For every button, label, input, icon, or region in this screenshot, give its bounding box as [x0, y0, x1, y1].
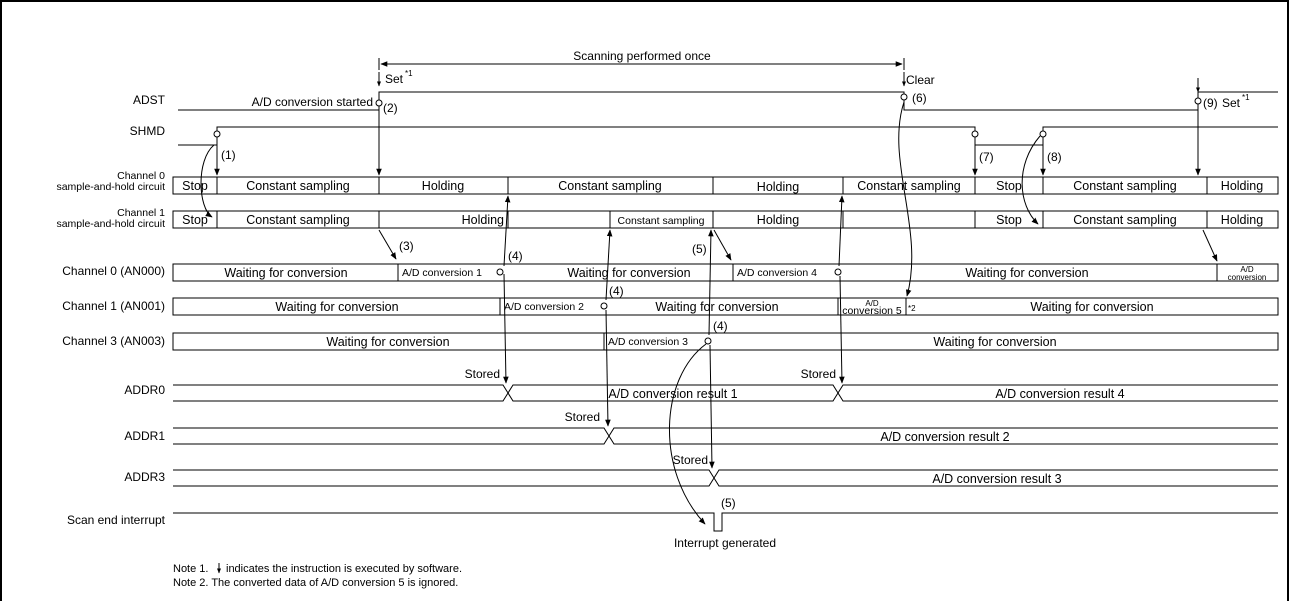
ch0-sh-sampling-1: Constant sampling: [246, 179, 350, 193]
shmd-waveform: [178, 126, 1278, 146]
ch0-sh-label-2: sample-and-hold circuit: [56, 181, 165, 193]
addr3-result3: A/D conversion result 3: [932, 472, 1061, 486]
event-3: (3): [399, 239, 414, 253]
set-label: Set: [385, 72, 404, 86]
event-4-c: (4): [713, 319, 728, 333]
interrupt-label: Interrupt generated: [674, 536, 776, 550]
flow-arrows: [200, 101, 1218, 525]
ch1-waiting-3: Waiting for conversion: [1030, 300, 1153, 314]
addr0-label: ADDR0: [124, 383, 165, 397]
clear-label: Clear: [906, 73, 935, 87]
ch0-sh-sampling-4: Constant sampling: [1073, 179, 1177, 193]
addr3-bus: [173, 469, 1278, 487]
ch1-sh-label-2: sample-and-hold circuit: [56, 218, 165, 230]
shmd-label: SHMD: [130, 124, 166, 138]
scan-label: Scanning performed once: [573, 49, 711, 63]
ch1-waiting-2: Waiting for conversion: [655, 300, 778, 314]
ch0-sh-holding-2: Holding: [757, 180, 799, 194]
addr0-stored-2: Stored: [801, 367, 836, 381]
ch1-label: Channel 1 (AN001): [62, 299, 165, 313]
ch1-sh-row: [172, 210, 1279, 229]
ch1-sh-stop-2: Stop: [996, 213, 1022, 227]
adst-waveform: [178, 91, 1278, 111]
ch0-sh-holding-3: Holding: [1221, 179, 1263, 193]
ch0-row: [172, 263, 1279, 282]
ch1-sh-sampling-2: Constant sampling: [618, 215, 705, 227]
addr1-bus: [173, 427, 1278, 445]
addr0-bus: [173, 384, 1278, 402]
set-sup-2: *1: [1242, 93, 1250, 102]
ch1-adc5-a: A/D: [865, 299, 879, 308]
ch0-waiting-1: Waiting for conversion: [224, 266, 347, 280]
event-4-a: (4): [508, 249, 523, 263]
event-8: (8): [1047, 150, 1062, 164]
ch1-sh-holding-3: Holding: [1221, 213, 1263, 227]
note1-prefix: Note 1.: [173, 563, 208, 575]
ch0-adc-a: A/D: [1240, 265, 1254, 274]
event-9: (9): [1203, 96, 1218, 110]
event-2: (2): [383, 101, 398, 115]
ch1-waiting-1: Waiting for conversion: [275, 300, 398, 314]
scan-end-label: Scan end interrupt: [67, 513, 166, 527]
ad-started-label: A/D conversion started: [252, 95, 373, 109]
addr0-result4: A/D conversion result 4: [995, 387, 1124, 401]
ch3-waiting-1: Waiting for conversion: [326, 335, 449, 349]
event-5-interrupt: (5): [721, 496, 736, 510]
addr0-stored-1: Stored: [465, 367, 500, 381]
event-5: (5): [692, 242, 707, 256]
ch0-sh-sampling-2: Constant sampling: [558, 179, 662, 193]
addr1-label: ADDR1: [124, 429, 165, 443]
event-6: (6): [912, 91, 927, 105]
ch1-sh-sampling-1: Constant sampling: [246, 213, 350, 227]
scan-end-waveform: [173, 512, 1278, 532]
set-sup: *1: [405, 69, 413, 78]
ch1-sh-holding-2: Holding: [757, 213, 799, 227]
addr3-stored: Stored: [673, 453, 708, 467]
ch0-adc-b: conversion: [1228, 273, 1267, 282]
ch1-adc5-b: conversion 5: [842, 305, 902, 317]
event-7: (7): [979, 150, 994, 164]
ch0-waiting-2: Waiting for conversion: [567, 266, 690, 280]
ch1-sh-label-1: Channel 1: [117, 207, 165, 219]
ch0-sh-row: [172, 176, 1279, 195]
software-arrows: [377, 72, 1200, 93]
ch3-row: [172, 332, 1279, 351]
event-4-b: (4): [609, 284, 624, 298]
signal-labels: ADST SHMD Channel 0 sample-and-hold circ…: [56, 93, 165, 527]
event-1: (1): [221, 148, 236, 162]
ch0-sh-stop: Stop: [182, 179, 208, 193]
ch0-sh-stop-2: Stop: [996, 179, 1022, 193]
note2-text: Note 2. The converted data of A/D conver…: [173, 577, 458, 589]
ch1-sup2: *2: [908, 304, 916, 313]
scan-span: Scanning performed once: [378, 49, 905, 70]
ch0-waiting-3: Waiting for conversion: [965, 266, 1088, 280]
ch0-label: Channel 0 (AN000): [62, 264, 165, 278]
ch0-sh-sampling-3: Constant sampling: [857, 179, 961, 193]
ch1-sh-stop: Stop: [182, 213, 208, 227]
ch1-sh-sampling-3: Constant sampling: [1073, 213, 1177, 227]
adst-label: ADST: [133, 93, 166, 107]
note1-text: indicates the instruction is executed by…: [226, 563, 462, 575]
set-label-2: Set: [1222, 96, 1241, 110]
addr1-stored: Stored: [565, 410, 600, 424]
ch3-label: Channel 3 (AN003): [62, 334, 165, 348]
ch3-waiting-2: Waiting for conversion: [933, 335, 1056, 349]
ch1-sh-holding-1: Holding: [462, 213, 504, 227]
addr1-result2: A/D conversion result 2: [880, 430, 1009, 444]
ch0-sh-label-1: Channel 0: [117, 170, 165, 182]
ch0-adc4: A/D conversion 4: [737, 267, 817, 279]
ch3-adc3: A/D conversion 3: [608, 336, 688, 348]
addr3-label: ADDR3: [124, 470, 165, 484]
ch1-row: [172, 297, 1279, 316]
ch0-sh-holding-1: Holding: [422, 179, 464, 193]
ch0-adc1: A/D conversion 1: [402, 267, 482, 279]
addr0-result1: A/D conversion result 1: [608, 387, 737, 401]
ch1-adc2: A/D conversion 2: [504, 301, 584, 313]
